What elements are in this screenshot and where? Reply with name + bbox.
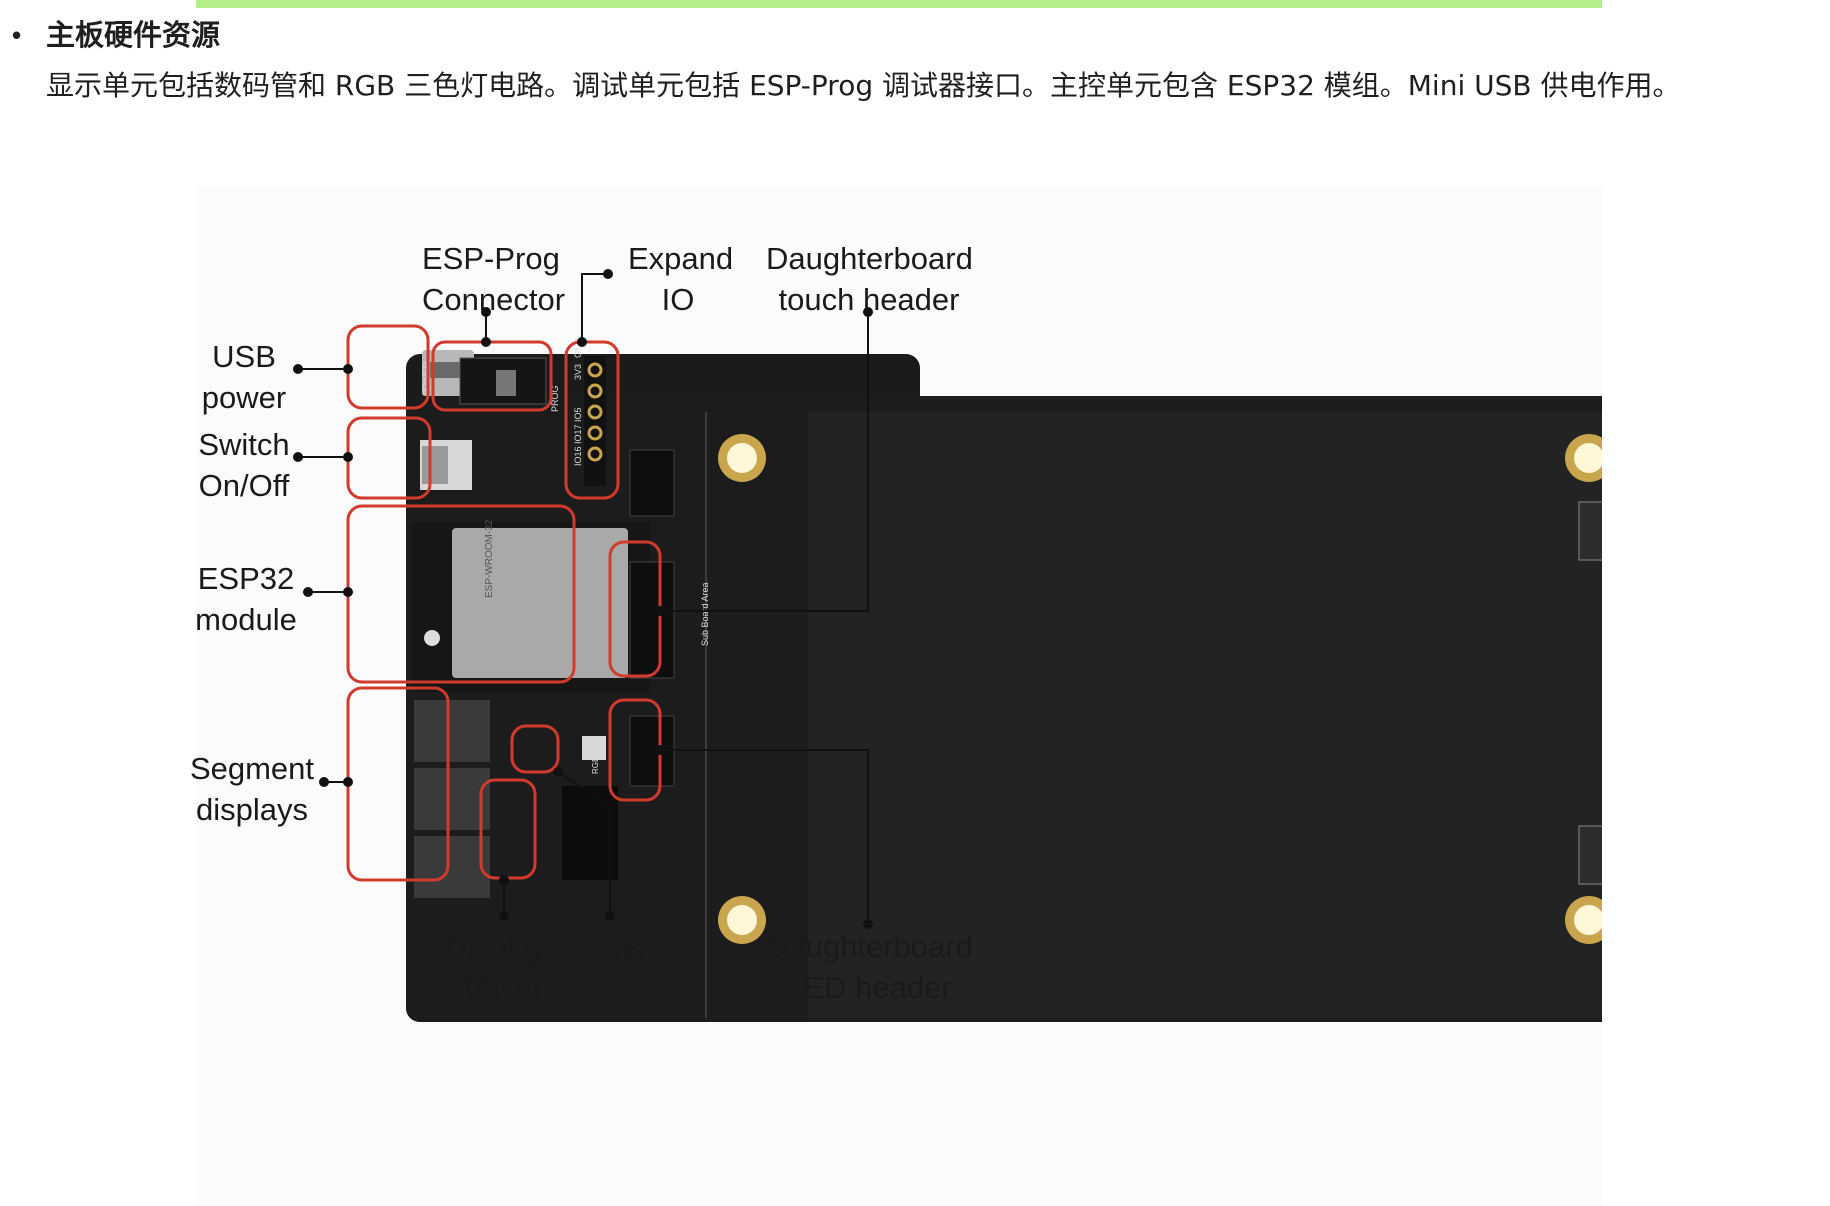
sub-board-area (808, 412, 1602, 1018)
silk-prog: PROG (550, 385, 560, 412)
description-paragraph: 显示单元包括数码管和 RGB 三色灯电路。调试单元包括 ESP-Prog 调试器… (46, 69, 1681, 102)
green-accent-bar (196, 0, 1602, 8)
silk-rgb: RGB (591, 757, 600, 774)
silk-power: POWER (421, 361, 431, 396)
board-illustration: POWER PROG IO16 IO17 IO5 3V3 GND Sub Boa… (293, 269, 1602, 1022)
segment-displays-shape (414, 700, 490, 898)
silk-gnd: GND (573, 338, 583, 359)
expand-io-highlight (564, 340, 620, 500)
bullet: • (12, 20, 22, 50)
touch-header-shape (629, 449, 675, 679)
right-headers (1578, 501, 1602, 885)
silk-io: IO16 IO17 IO5 (573, 407, 583, 466)
esp-prog-highlight (431, 340, 553, 412)
label-rgb: RGB (576, 931, 644, 966)
expand-io-pins (584, 356, 606, 486)
silk-module: ESP-WROOM-32 (484, 519, 495, 598)
mounting-holes (718, 434, 1602, 944)
board-diagram: POWER PROG IO16 IO17 IO5 3V3 GND Sub Boa… (190, 186, 1602, 1206)
section-heading: 主板硬件资源 (46, 18, 221, 52)
driver-chip (562, 786, 618, 880)
leader-lines (293, 269, 873, 929)
power-switch (420, 440, 472, 490)
rgb-highlight (510, 724, 560, 774)
rgb-led (582, 736, 606, 760)
silk-sub-board: Sub Board Area (700, 582, 710, 646)
esp-prog-header (459, 357, 547, 405)
highlight-boxes (346, 324, 662, 882)
silk-3v3: 3V3 (573, 364, 583, 380)
